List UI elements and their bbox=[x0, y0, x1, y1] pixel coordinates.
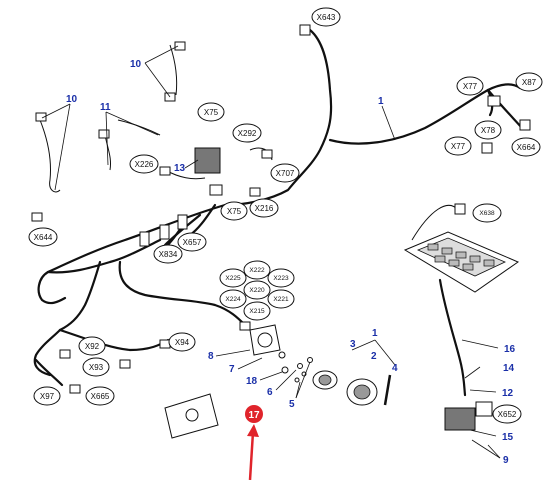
screw bbox=[383, 374, 392, 406]
connector-x94: X94 bbox=[168, 332, 196, 352]
connector-x75-top: X75 bbox=[197, 102, 225, 122]
part-number-6: 6 bbox=[267, 387, 273, 398]
part-number-callouts: 10 10 11 1 13 1 3 2 4 8 7 18 6 5 16 14 1… bbox=[66, 59, 516, 466]
svg-text:X87: X87 bbox=[522, 78, 537, 87]
part-number-4: 4 bbox=[392, 363, 398, 374]
svg-text:X77: X77 bbox=[451, 142, 466, 151]
part-number-9: 9 bbox=[503, 455, 509, 466]
connector-x665: X665 bbox=[85, 386, 115, 406]
connector-x78: X78 bbox=[474, 120, 502, 140]
connector-x77-lower: X77 bbox=[444, 136, 472, 156]
part-number-5: 5 bbox=[289, 399, 295, 410]
svg-text:X657: X657 bbox=[183, 238, 202, 247]
svg-text:X220: X220 bbox=[249, 287, 265, 294]
connector-x657: X657 bbox=[177, 232, 207, 252]
svg-text:X92: X92 bbox=[85, 342, 100, 351]
connector-x216: X216 bbox=[249, 198, 279, 218]
connector-x93: X93 bbox=[82, 357, 110, 377]
connector-x644: X644 bbox=[28, 227, 58, 247]
part-number-1-harness: 1 bbox=[378, 96, 384, 107]
svg-text:X644: X644 bbox=[34, 233, 53, 242]
svg-text:X75: X75 bbox=[204, 108, 219, 117]
connector-x226: X226 bbox=[129, 154, 159, 174]
svg-text:X94: X94 bbox=[175, 338, 190, 347]
svg-text:X664: X664 bbox=[517, 143, 536, 152]
connector-x638: X638 bbox=[472, 203, 502, 223]
highlight-callout: 17 bbox=[245, 405, 263, 480]
connector-x834: X834 bbox=[153, 244, 183, 264]
connector-x652: X652 bbox=[492, 404, 522, 424]
highlight-arrow-head bbox=[247, 424, 259, 437]
svg-text:X665: X665 bbox=[91, 392, 110, 401]
highlight-label: 17 bbox=[248, 410, 260, 421]
part-number-10-left: 10 bbox=[66, 94, 78, 105]
connector-x222: X222 bbox=[243, 260, 271, 280]
part-number-10-upper: 10 bbox=[130, 59, 142, 70]
svg-text:X225: X225 bbox=[225, 275, 241, 282]
part-number-3: 3 bbox=[350, 339, 356, 350]
part-number-16: 16 bbox=[504, 344, 516, 355]
part-number-12: 12 bbox=[502, 388, 514, 399]
connector-x707: X707 bbox=[270, 163, 300, 183]
leader-lines bbox=[41, 45, 501, 459]
svg-text:X216: X216 bbox=[255, 204, 274, 213]
part-number-2: 2 bbox=[371, 351, 377, 362]
svg-text:X97: X97 bbox=[40, 392, 55, 401]
connector-x292: X292 bbox=[232, 123, 262, 143]
svg-text:X707: X707 bbox=[276, 169, 295, 178]
svg-text:X292: X292 bbox=[238, 129, 257, 138]
part-number-18: 18 bbox=[246, 376, 258, 387]
svg-text:X222: X222 bbox=[249, 267, 265, 274]
svg-text:X638: X638 bbox=[479, 210, 495, 217]
svg-text:X93: X93 bbox=[89, 363, 104, 372]
svg-text:X221: X221 bbox=[273, 296, 289, 303]
svg-text:X834: X834 bbox=[159, 250, 178, 259]
connector-x215: X215 bbox=[243, 301, 271, 321]
part-number-13: 13 bbox=[174, 163, 186, 174]
svg-text:X78: X78 bbox=[481, 126, 496, 135]
connector-x97: X97 bbox=[33, 386, 61, 406]
connector-x75-mid: X75 bbox=[220, 201, 248, 221]
svg-text:X652: X652 bbox=[498, 410, 517, 419]
part-number-11: 11 bbox=[100, 102, 111, 113]
svg-text:X77: X77 bbox=[463, 82, 478, 91]
sensor-module bbox=[444, 407, 476, 431]
part-number-7: 7 bbox=[229, 364, 235, 375]
part-number-1-switch: 1 bbox=[372, 328, 378, 339]
part-number-8: 8 bbox=[208, 351, 214, 362]
svg-text:X223: X223 bbox=[273, 275, 289, 282]
connector-x220: X220 bbox=[243, 280, 271, 300]
highlight-badge bbox=[245, 405, 263, 423]
components bbox=[31, 24, 531, 439]
connector-x77: X77 bbox=[456, 76, 484, 96]
connector-x225: X225 bbox=[219, 268, 247, 288]
svg-text:X643: X643 bbox=[317, 13, 336, 22]
svg-text:X224: X224 bbox=[225, 296, 241, 303]
part-number-15: 15 bbox=[502, 432, 514, 443]
connector-x221: X221 bbox=[267, 289, 295, 309]
svg-text:X75: X75 bbox=[227, 207, 242, 216]
highlight-arrow-shaft bbox=[248, 431, 255, 480]
connector-x223: X223 bbox=[267, 268, 295, 288]
connector-x92: X92 bbox=[78, 336, 106, 356]
part-number-14: 14 bbox=[503, 363, 515, 374]
connector-x643: X643 bbox=[311, 7, 341, 27]
connector-x87: X87 bbox=[515, 72, 543, 92]
svg-text:X215: X215 bbox=[249, 308, 265, 315]
connector-labels: X643 X77 X87 X75 X292 X78 X77 X664 X226 … bbox=[28, 7, 543, 424]
svg-text:X226: X226 bbox=[135, 160, 154, 169]
connector-x664: X664 bbox=[511, 137, 541, 157]
connector-x224: X224 bbox=[219, 289, 247, 309]
